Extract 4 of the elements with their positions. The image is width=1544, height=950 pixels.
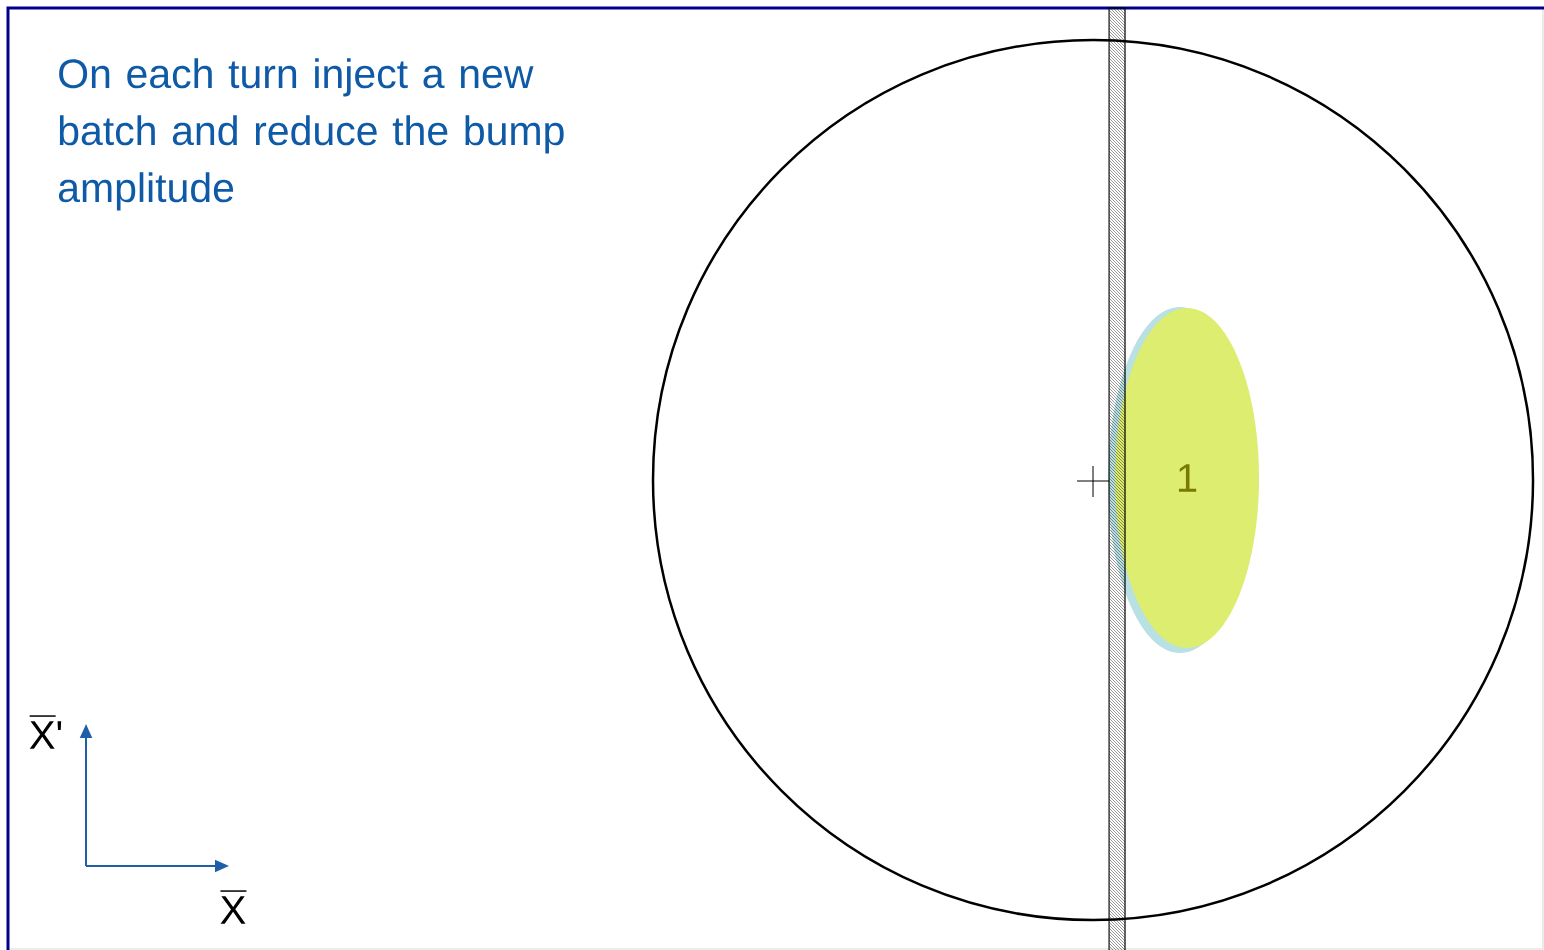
acceptance-circle <box>651 38 1535 922</box>
axis-label: X' <box>28 715 62 749</box>
axis-label: X <box>219 890 248 924</box>
title: On each turn inject a new batch and reduce the bump amplitude <box>58 58 564 211</box>
